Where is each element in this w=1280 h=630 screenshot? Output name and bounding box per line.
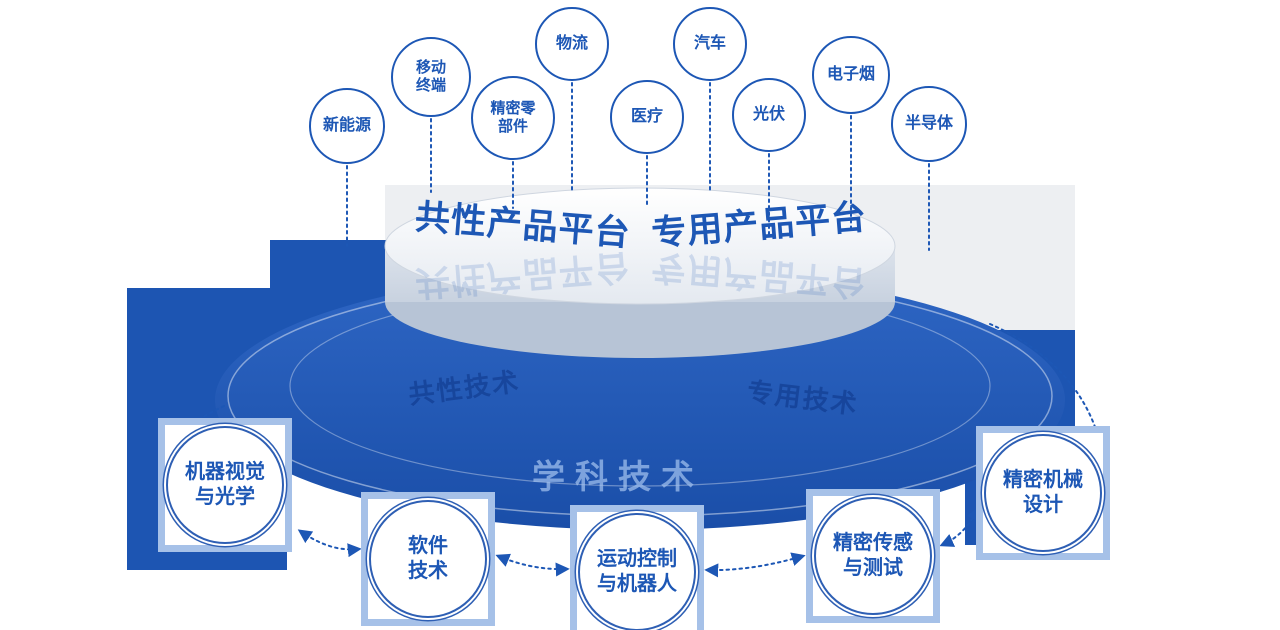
platform-cylinder [384,187,896,358]
industry-node-semiconductor: 半导体 [891,86,967,162]
platform-disk [215,270,1065,530]
tech-frame-machine-vision-optics: 机器视觉 与光学 [158,418,292,552]
industry-node-mobile-terminal: 移动 终端 [391,37,471,117]
platform-title-right-reflection: 专用产品平台 [650,246,869,303]
tech-frame-motion-control-robotics: 运动控制 与机器人 [570,505,704,630]
industry-node-medical: 医疗 [610,80,684,154]
industry-node-logistics: 物流 [535,7,609,81]
industry-connector-lines [346,82,930,251]
industry-node-automotive: 汽车 [673,7,747,81]
tech-frame-software: 软件 技术 [361,492,495,626]
tech-node-precision-sensing-testing: 精密传感 与测试 [814,497,932,615]
industry-node-e-cigarette: 电子烟 [812,36,890,114]
platform-title-left-reflection: 共性产品平台 [413,246,632,303]
ring-label-discipline-tech: 学科技术 [532,458,704,495]
tech-frame-precision-mechanical-design: 精密机械 设计 [976,426,1110,560]
industry-node-photovoltaic: 光伏 [732,78,806,152]
tech-frame-precision-sensing-testing: 精密传感 与测试 [806,489,940,623]
platform-title-reflection: 共性产品平台 专用产品平台 [398,247,884,303]
tech-node-machine-vision-optics: 机器视觉 与光学 [166,426,284,544]
tech-node-motion-control-robotics: 运动控制 与机器人 [578,513,696,630]
tech-node-software: 软件 技术 [369,500,487,618]
industry-node-new-energy: 新能源 [309,88,385,164]
platform-title: 共性产品平台 专用产品平台 [398,197,884,254]
tech-node-precision-mechanical-design: 精密机械 设计 [984,434,1102,552]
industry-node-precision-parts: 精密零 部件 [471,76,555,160]
